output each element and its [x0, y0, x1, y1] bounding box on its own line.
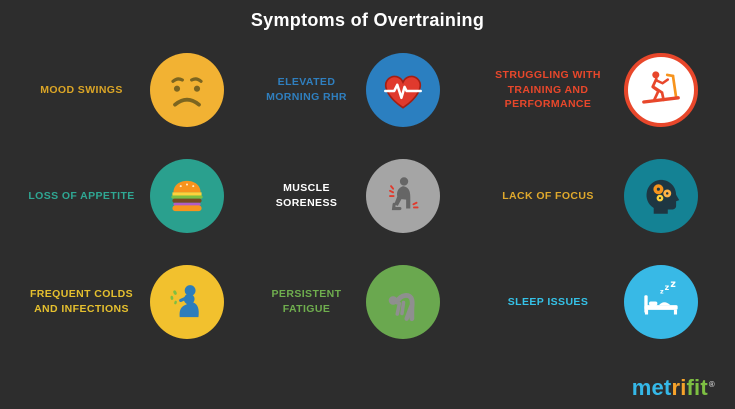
symptom-label: PERSISTENT FATIGUE [271, 288, 342, 315]
symptom-label: SLEEP ISSUES [507, 295, 589, 308]
burger-icon [170, 180, 203, 212]
svg-text:z: z [665, 283, 670, 292]
icon-circle [365, 159, 440, 233]
symptom-item-frequent-colds: FREQUENT COLDS AND INFECTIONS [14, 249, 236, 355]
symptom-label: LACK OF FOCUS [502, 189, 594, 202]
treadmill-runner-icon [642, 71, 680, 104]
heart-rate-icon [383, 75, 422, 109]
icon-circle [365, 265, 440, 339]
symptom-label: ELEVATED MORNING RHR [266, 76, 347, 103]
fatigue-icon [388, 293, 415, 322]
symptom-label: MUSCLE SORENESS [275, 182, 338, 209]
logo-text: metrifit [632, 375, 708, 400]
symptom-item-elevated-morning-rhr: ELEVATED MORNING RHR [236, 37, 464, 143]
kneeling-pain-icon [388, 177, 419, 211]
symptom-item-muscle-soreness: MUSCLE SORENESS [236, 143, 464, 249]
logo: metrifit® [632, 375, 715, 401]
icon-circle [149, 53, 224, 127]
symptom-grid: MOOD SWINGS ELEVATED MORNING RHR [0, 31, 735, 355]
icon-circle [365, 53, 440, 127]
sneezing-icon [170, 285, 199, 318]
symptom-label: STRUGGLING WITH TRAINING AND PERFORMANCE [495, 68, 601, 111]
page-title: Symptoms of Overtraining [250, 10, 485, 30]
icon-circle [149, 159, 224, 233]
symptom-item-sleep-issues: SLEEP ISSUES z z z [464, 249, 719, 355]
symptom-item-mood-swings: MOOD SWINGS [14, 37, 236, 143]
logo-letter-group: met [631, 375, 672, 400]
logo-letter-group: ri [671, 375, 687, 400]
svg-text:z: z [670, 279, 675, 290]
svg-text:z: z [660, 289, 664, 296]
icon-circle [624, 53, 698, 127]
symptom-item-persistent-fatigue: PERSISTENT FATIGUE [236, 249, 464, 355]
head-gears-icon [646, 179, 680, 214]
sleep-bed-icon: z z z [644, 279, 678, 315]
symptom-item-lack-of-focus: LACK OF FOCUS [464, 143, 719, 249]
symptom-item-loss-of-appetite: LOSS OF APPETITE [14, 143, 236, 249]
symptom-label: FREQUENT COLDS AND INFECTIONS [29, 288, 134, 315]
sad-face-icon [170, 77, 203, 107]
icon-circle [624, 159, 698, 233]
symptom-label: MOOD SWINGS [40, 83, 123, 96]
icon-circle [149, 265, 224, 339]
icon-circle: z z z [624, 265, 698, 339]
symptom-item-struggling-training: STRUGGLING WITH TRAINING AND PERFORMANCE [464, 37, 719, 143]
logo-letter-group: fit [686, 375, 708, 400]
registered-mark: ® [708, 379, 715, 389]
symptom-label: LOSS OF APPETITE [28, 189, 135, 202]
